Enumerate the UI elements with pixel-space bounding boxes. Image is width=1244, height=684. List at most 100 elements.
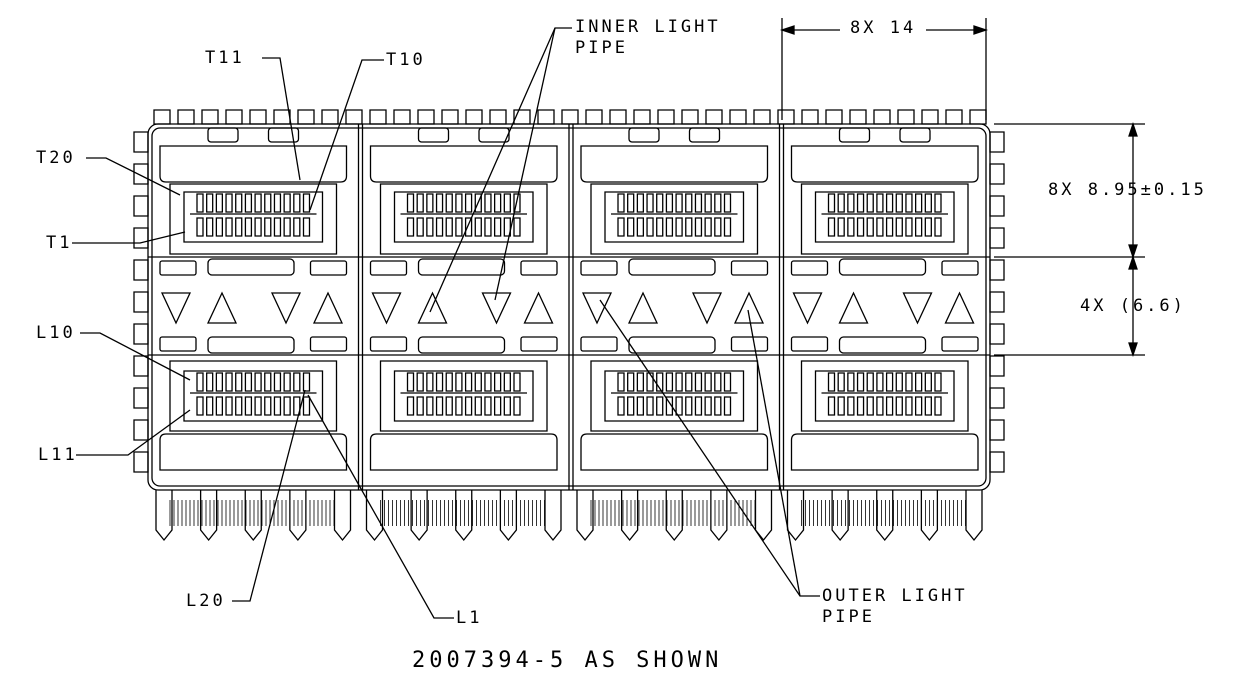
cage-top-tab: [274, 110, 290, 124]
upper-contact-pin-row1: [838, 194, 844, 212]
outer-light-pipe-triangle: [272, 293, 300, 323]
cage-top-tab: [154, 110, 170, 124]
cage-left-tab: [134, 452, 148, 472]
lower-contact-pin-row2: [829, 397, 835, 415]
upper-contact-frame: [395, 192, 534, 242]
lower-contact-pin-row2: [705, 397, 711, 415]
upper-contact-pin-row2: [715, 218, 721, 236]
lower-contact-housing: [170, 361, 337, 431]
leader-line: [72, 232, 185, 243]
label-inner-light-pipe-line1: INNER LIGHT: [575, 17, 721, 37]
lower-contact-pin-row2: [226, 397, 232, 415]
middle-right-clip-lower: [732, 337, 768, 351]
lower-contact-pin-row2: [896, 397, 902, 415]
upper-contact-pin-row1: [304, 194, 310, 212]
lower-contact-pin-row1: [427, 373, 433, 391]
upper-contact-pin-row2: [657, 218, 663, 236]
lower-contact-pin-row2: [618, 397, 624, 415]
label-t11: T11: [205, 48, 245, 68]
cage-top-tab: [946, 110, 962, 124]
leader-line: [430, 28, 572, 312]
dimension-arrow: [1129, 343, 1137, 355]
leader-line: [495, 28, 555, 300]
label-inner-light-pipe-line2: PIPE: [575, 38, 628, 58]
outer-light-pipe-triangle: [693, 293, 721, 323]
middle-right-clip-lower: [942, 337, 978, 351]
cage-right-tab: [990, 164, 1004, 184]
label-t20: T20: [36, 148, 76, 168]
upper-contact-pin-row2: [446, 218, 452, 236]
middle-left-clip: [160, 261, 196, 275]
middle-left-clip-lower: [371, 337, 407, 351]
bottom-peg: [201, 490, 217, 540]
upper-contact-pin-row1: [408, 194, 414, 212]
cage-top-tab: [634, 110, 650, 124]
middle-upper-tab: [840, 259, 926, 275]
upper-contact-pin-row2: [829, 218, 835, 236]
upper-contact-pin-row2: [216, 218, 222, 236]
lower-contact-pin-row1: [408, 373, 414, 391]
lower-contact-pin-row2: [695, 397, 701, 415]
upper-contact-pin-row1: [284, 194, 290, 212]
middle-upper-tab: [629, 259, 715, 275]
upper-contact-pin-row2: [274, 218, 280, 236]
lower-contact-pin-row2: [647, 397, 653, 415]
bottom-peg: [367, 490, 383, 540]
middle-lower-tab: [419, 337, 505, 353]
lower-contact-pin-row2: [417, 397, 423, 415]
dimension-height: 8X 8.95±0.15: [1048, 180, 1207, 200]
upper-contact-pin-row1: [725, 194, 731, 212]
upper-contact-pin-row1: [705, 194, 711, 212]
cage-top-tab: [370, 110, 386, 124]
outer-light-pipe-triangle: [162, 293, 190, 323]
upper-contact-frame: [184, 192, 323, 242]
lower-contact-pin-row2: [456, 397, 462, 415]
lower-contact-pin-row2: [255, 397, 261, 415]
label-l20: L20: [186, 591, 226, 611]
upper-contact-pin-row1: [867, 194, 873, 212]
lower-contact-pin-row2: [294, 397, 300, 415]
bottom-peg: [335, 490, 351, 540]
upper-contact-pin-row2: [628, 218, 634, 236]
cage-top-tab: [826, 110, 842, 124]
cage-top-tab: [442, 110, 458, 124]
upper-contact-pin-row2: [848, 218, 854, 236]
lower-contact-pin-row2: [666, 397, 672, 415]
cage-top-tab: [778, 110, 794, 124]
lower-contact-pin-row2: [284, 397, 290, 415]
outer-light-pipe-triangle: [373, 293, 401, 323]
lower-contact-pin-row2: [207, 397, 213, 415]
cage-top-tab: [490, 110, 506, 124]
inner-light-pipe-triangle: [314, 293, 342, 323]
dimension-gap: 4X (6.6): [1080, 296, 1186, 316]
leader-line: [86, 158, 180, 195]
lower-contact-pin-row2: [504, 397, 510, 415]
lower-contact-pin-row2: [848, 397, 854, 415]
cage-top-tab: [250, 110, 266, 124]
lower-contact-pin-row1: [456, 373, 462, 391]
upper-contact-pin-row1: [848, 194, 854, 212]
cage-left-tab: [134, 356, 148, 376]
upper-contact-pin-row1: [935, 194, 941, 212]
lower-contact-frame: [605, 371, 744, 421]
lower-contact-pin-row1: [657, 373, 663, 391]
upper-contact-pin-row2: [676, 218, 682, 236]
upper-contact-pin-row2: [437, 218, 443, 236]
cage-left-tab: [134, 292, 148, 312]
lower-contact-pin-row2: [725, 397, 731, 415]
lower-contact-frame: [184, 371, 323, 421]
lower-contact-pin-row2: [935, 397, 941, 415]
upper-latch: [160, 146, 347, 182]
bottom-peg: [411, 490, 427, 540]
upper-contact-pin-row1: [495, 194, 501, 212]
leader-line: [600, 300, 820, 596]
upper-contact-pin-row1: [437, 194, 443, 212]
upper-contact-pin-row2: [695, 218, 701, 236]
lower-latch: [160, 434, 347, 470]
cage-top-tab: [730, 110, 746, 124]
lower-contact-pin-row2: [446, 397, 452, 415]
lower-contact-pin-row1: [245, 373, 251, 391]
cage-left-tab: [134, 420, 148, 440]
cage-left-tab: [134, 228, 148, 248]
upper-contact-housing: [170, 184, 337, 254]
